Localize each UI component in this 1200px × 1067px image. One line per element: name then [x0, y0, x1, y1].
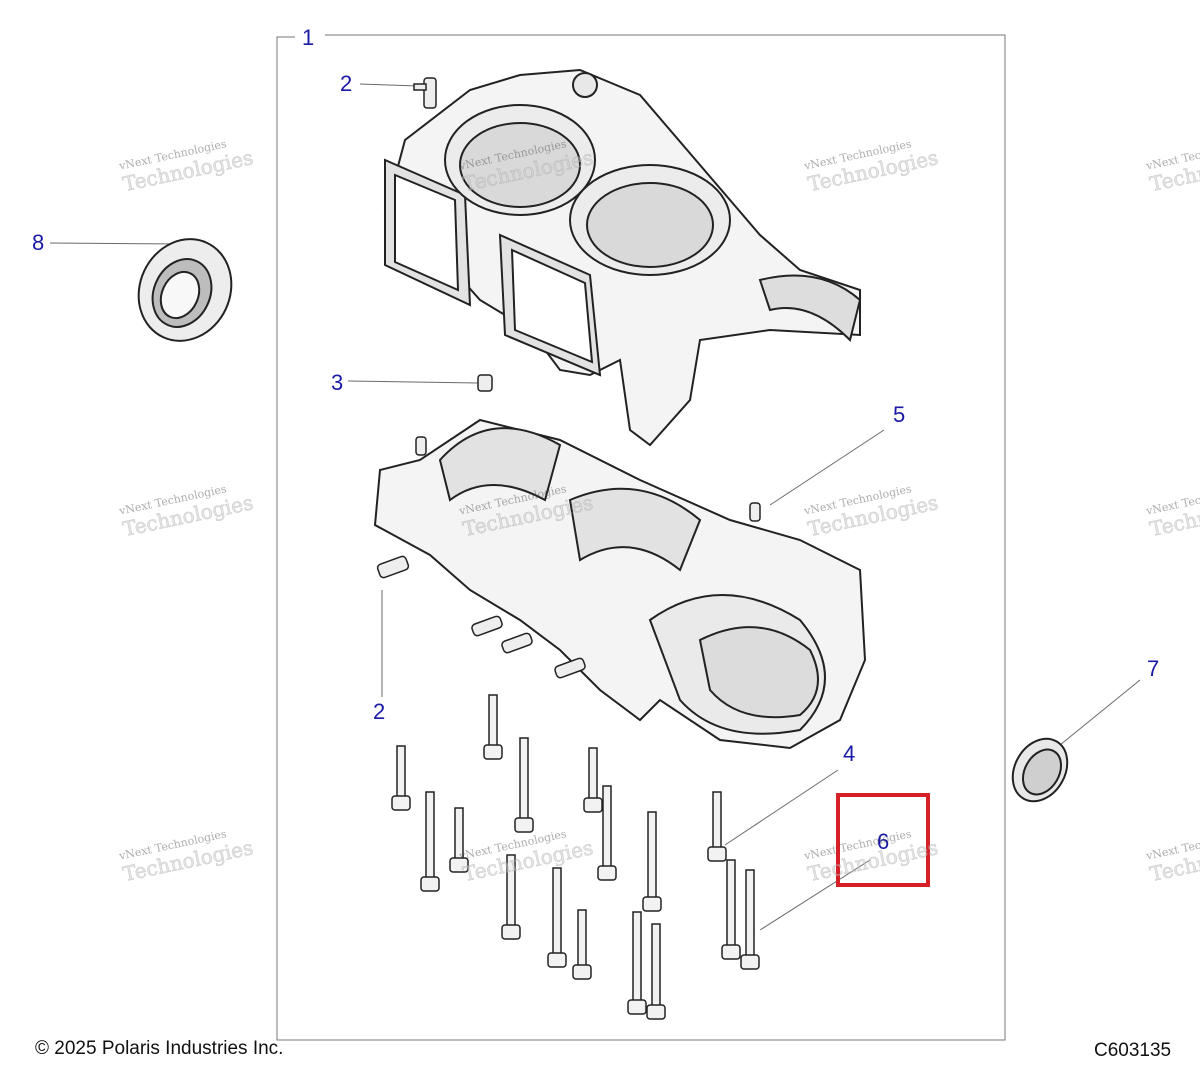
highlight-box — [836, 793, 930, 887]
callout-2[interactable]: 2 — [340, 71, 353, 96]
seal-7-drawing — [1011, 737, 1069, 803]
callout-7[interactable]: 7 — [1147, 656, 1160, 681]
seal-8-drawing — [137, 238, 233, 342]
bolts-drawing — [391, 694, 760, 1020]
part-code: C603135 — [1094, 1040, 1172, 1061]
leader-lines — [49, 83, 1141, 931]
callout-3[interactable]: 3 — [331, 370, 344, 395]
lower-crankcase-drawing — [373, 418, 867, 750]
copyright-text: © 2025 Polaris Industries Inc. — [35, 1038, 284, 1059]
callout-8[interactable]: 8 — [32, 230, 45, 255]
upper-crankcase-drawing — [383, 68, 862, 447]
assembly-frame — [276, 34, 1006, 1041]
callout-2-lower[interactable]: 2 — [373, 699, 386, 724]
dowel-pins-drawing — [415, 436, 761, 522]
callout-4[interactable]: 4 — [843, 741, 856, 766]
callout-1[interactable]: 1 — [302, 25, 315, 50]
fittings-drawing — [376, 77, 586, 679]
callout-6[interactable]: 6 — [877, 829, 890, 854]
callout-5[interactable]: 5 — [893, 402, 906, 427]
